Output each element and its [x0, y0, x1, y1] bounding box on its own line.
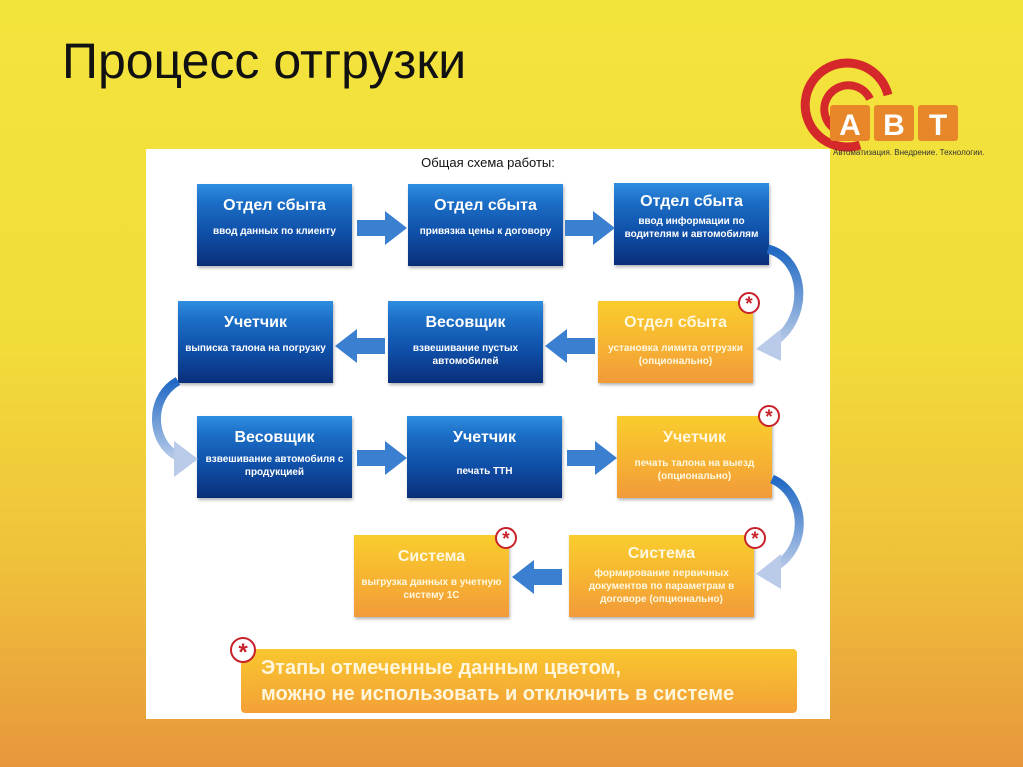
- step-role: Отдел сбыта: [223, 197, 326, 214]
- step-role: Учетчик: [453, 429, 516, 446]
- step-box-optional: Система выгрузка данных в учетную систем…: [354, 535, 509, 617]
- legend-line: можно не использовать и отключить в сист…: [261, 683, 735, 705]
- step-box: Весовщик взвешивание пустых автомобилей: [388, 301, 543, 383]
- logo-letter: В: [883, 109, 905, 142]
- step-role: Весовщик: [425, 314, 506, 331]
- arrow-left-icon: [545, 329, 595, 363]
- step-box-optional: Система формирование первичных документо…: [569, 535, 754, 617]
- step-role: Отдел сбыта: [434, 197, 537, 214]
- step-description: выписка талона на погрузку: [185, 343, 326, 354]
- curved-arrows: [152, 244, 804, 589]
- step-role: Весовщик: [234, 429, 315, 446]
- step-role: Отдел сбыта: [640, 193, 743, 210]
- step-box: Отдел сбыта ввод данных по клиенту: [197, 184, 352, 266]
- step-box-optional: Учетчик печать талона на выезд (опционал…: [617, 416, 772, 498]
- optional-mark-icon: *: [758, 405, 780, 428]
- optional-mark-icon: *: [738, 292, 760, 315]
- logo-tagline: Автоматизация. Внедрение. Технологии.: [833, 148, 985, 157]
- step-box: Учетчик печать ТТН: [407, 416, 562, 498]
- step-box: Отдел сбыта ввод информации по водителям…: [614, 183, 769, 265]
- arrow-right-icon: [357, 441, 407, 475]
- step-box: Отдел сбыта привязка цены к договору: [408, 184, 563, 266]
- step-box-optional: Отдел сбыта установка лимита отгрузки (о…: [598, 301, 753, 383]
- step-description: взвешивание автомобиля с продукцией: [205, 454, 344, 478]
- step-box: Весовщик взвешивание автомобиля с продук…: [197, 416, 352, 498]
- arrow-right-icon: [567, 441, 617, 475]
- legend-line: Этапы отмеченные данным цветом,: [261, 657, 621, 679]
- step-description: установка лимита отгрузки (опционально): [608, 343, 743, 367]
- optional-mark-icon: *: [230, 637, 256, 666]
- step-description: взвешивание пустых автомобилей: [412, 343, 519, 367]
- curved-arrow-left: [152, 377, 198, 477]
- step-role: Система: [627, 545, 696, 562]
- step-role: Учетчик: [663, 429, 726, 446]
- arrow-left-icon: [512, 560, 562, 594]
- step-role: Отдел сбыта: [624, 314, 727, 331]
- step-role: Учетчик: [224, 314, 287, 331]
- curved-arrow-right-2: [756, 474, 804, 589]
- process-diagram: Общая схема работы: Отдел сбыта ввод дан…: [146, 149, 830, 719]
- slide-title: Процесс отгрузки: [62, 33, 467, 89]
- curved-arrow-right-1: [756, 244, 804, 361]
- logo-letter: Т: [929, 109, 947, 142]
- optional-mark-icon: *: [744, 527, 766, 550]
- optional-mark-icon: *: [495, 527, 517, 550]
- legend-note: Этапы отмеченные данным цветом, можно не…: [241, 649, 797, 713]
- step-role: Система: [397, 548, 466, 565]
- diagram-subtitle: Общая схема работы:: [421, 155, 555, 170]
- step-description: формирование первичных документов по пар…: [588, 568, 735, 605]
- step-box: Учетчик выписка талона на погрузку: [178, 301, 333, 383]
- step-description: выгрузка данных в учетную систему 1С: [361, 577, 502, 601]
- step-description: привязка цены к договору: [419, 226, 552, 237]
- step-description: печать талона на выезд (опционально): [634, 458, 755, 482]
- step-description: печать ТТН: [456, 466, 513, 477]
- step-description: ввод данных по клиенту: [213, 226, 336, 237]
- logo-letter: А: [839, 109, 861, 142]
- arrow-left-icon: [335, 329, 385, 363]
- company-logo: А В Т: [800, 58, 958, 152]
- arrow-right-icon: [565, 211, 615, 245]
- arrow-right-icon: [357, 211, 407, 245]
- step-description: ввод информации по водителям и автомобил…: [624, 216, 759, 240]
